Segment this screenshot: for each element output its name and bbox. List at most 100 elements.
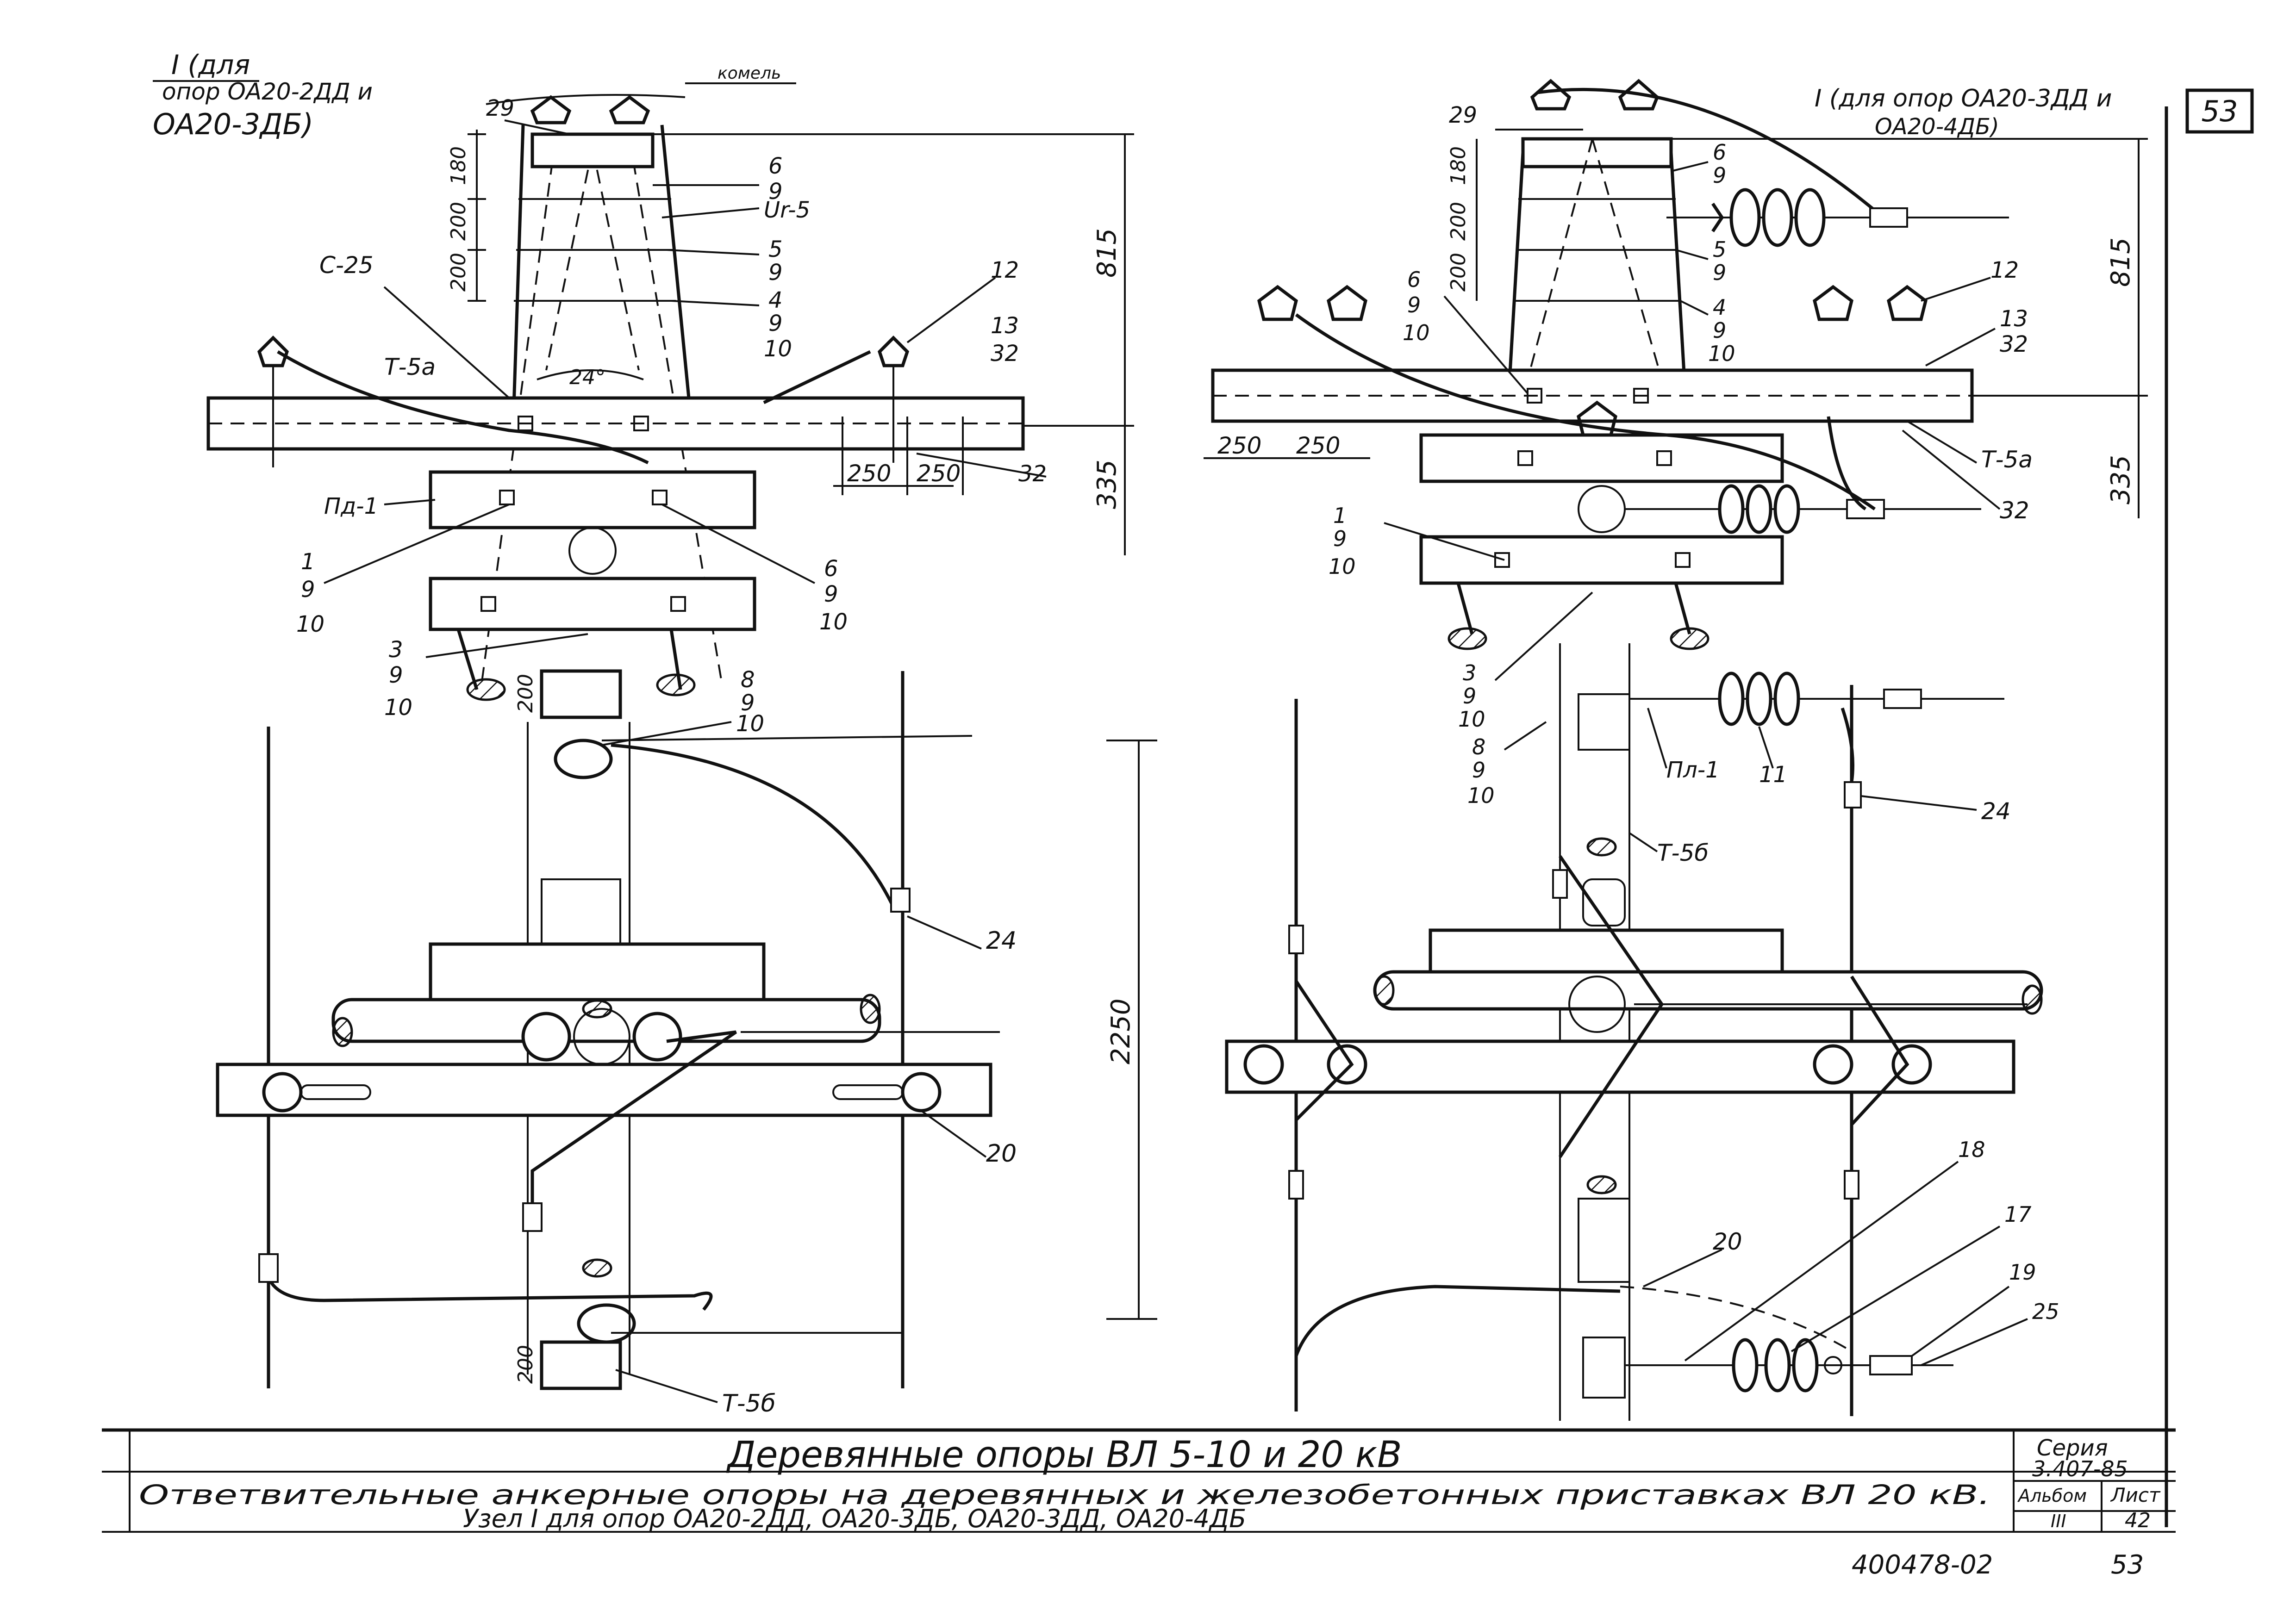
right-label-32a: 32: [2000, 331, 2028, 357]
left-bottom-view: 2250 200 200 8 9 10 24 20 Т-5б: [216, 667, 1157, 1418]
right-label-9d: 9: [1407, 292, 1421, 317]
left-label-10d: 10: [384, 695, 412, 721]
left-label-32b: 32: [1018, 461, 1047, 487]
left-label-1: 1: [301, 549, 315, 575]
album-label: Альбом: [2017, 1486, 2087, 1506]
left-label-24: 24: [986, 927, 1017, 955]
left-label-t5b: Т-5б: [722, 1390, 776, 1418]
right-dim-200b: 200: [1447, 253, 1470, 292]
left-label-ur5: Ur-5: [764, 197, 810, 223]
sheet-frame: [102, 106, 2176, 1533]
list-label: Лист: [2110, 1484, 2161, 1506]
left-label-10c: 10: [819, 609, 848, 635]
right-label-3: 3: [1463, 660, 1476, 685]
right-dim-250a: 250: [1217, 432, 1261, 459]
right-label-t5a: Т-5а: [1981, 446, 2033, 473]
right-caption-2: ОА20-4ДБ): [1875, 114, 1999, 140]
right-label-9c: 9: [1713, 318, 1726, 343]
left-label-3: 3: [389, 637, 403, 663]
right-label-10a: 10: [1708, 341, 1735, 366]
right-label-10c: 10: [1329, 554, 1356, 579]
left-label-8: 8: [741, 667, 755, 693]
left-dim-180: 180: [447, 146, 470, 185]
right-label-8: 8: [1472, 734, 1485, 759]
right-label-6b: 6: [1407, 267, 1421, 292]
list-value: 42: [2125, 1509, 2151, 1532]
title-block: Деревянные опоры ВЛ 5-10 и 20 кВ Ответви…: [139, 1434, 2161, 1580]
left-dim-335: 335: [1092, 460, 1122, 509]
right-dim-335: 335: [2106, 455, 2136, 504]
right-label-9e: 9: [1333, 526, 1347, 551]
left-label-t5a: Т-5а: [384, 354, 436, 380]
left-dim-200d: 200: [514, 1345, 537, 1384]
right-label-6: 6: [1713, 140, 1726, 165]
right-label-13: 13: [2000, 306, 2028, 332]
right-label-4: 4: [1713, 295, 1726, 320]
left-dim-815: 815: [1092, 228, 1122, 278]
left-label-5: 5: [768, 236, 783, 262]
left-angle: 24°: [569, 366, 605, 389]
left-caption-1: I (для: [171, 49, 250, 81]
series-value: 3.407-85: [2032, 1456, 2128, 1481]
right-label-10d: 10: [1458, 707, 1485, 732]
left-label-9d: 9: [301, 577, 315, 603]
left-label-10e: 10: [736, 711, 764, 737]
right-dim-250b: 250: [1296, 432, 1340, 459]
left-label-9b: 9: [768, 260, 783, 286]
left-label-29: 29: [486, 95, 514, 121]
right-label-9a: 9: [1713, 163, 1726, 188]
right-label-19: 19: [2009, 1260, 2036, 1285]
left-top-view: I (для опор ОА20-2ДД и ОА20-3ДБ) комель: [153, 49, 1134, 721]
left-komel: комель: [718, 64, 781, 83]
right-label-pl1: Пл-1: [1666, 757, 1720, 783]
title: Деревянные опоры ВЛ 5-10 и 20 кВ: [726, 1434, 1402, 1476]
page-number-box: 53: [2185, 88, 2254, 134]
left-label-10b: 10: [296, 611, 324, 637]
right-label-18: 18: [1958, 1137, 1985, 1162]
subtitle-1: Ответвительные анкерные опоры на деревян…: [139, 1479, 1990, 1511]
right-label-t5b: Т-5б: [1657, 839, 1709, 866]
right-label-24: 24: [1981, 798, 2011, 825]
series-label: Серия: [2037, 1435, 2108, 1461]
left-label-9c: 9: [768, 311, 783, 336]
right-dim-180: 180: [1447, 146, 1470, 185]
left-label-32a: 32: [991, 341, 1019, 367]
left-label-9e: 9: [824, 581, 838, 607]
subtitle-2: Узел I для опор ОА20-2ДД, ОА20-3ДБ, ОА20…: [463, 1504, 1246, 1533]
doc-code: 400478-02: [1852, 1550, 1993, 1580]
left-dim-200b: 200: [447, 253, 470, 292]
right-label-10b: 10: [1403, 320, 1430, 345]
right-label-20: 20: [1713, 1228, 1742, 1255]
right-dim-200a: 200: [1447, 202, 1470, 241]
right-label-25: 25: [2032, 1299, 2059, 1324]
right-top-view: I (для опор ОА20-3ДД и ОА20-4ДБ) 29: [1204, 79, 2148, 732]
right-label-10e: 10: [1467, 783, 1495, 808]
left-label-6b: 6: [824, 556, 838, 582]
left-label-13: 13: [991, 313, 1019, 339]
left-dim-200a: 200: [447, 202, 470, 241]
left-caption-2: опор ОА20-2ДД и: [162, 78, 373, 105]
left-label-pd1: Пд-1: [324, 493, 378, 519]
left-label-4: 4: [768, 287, 783, 313]
right-label-9g: 9: [1472, 758, 1485, 783]
right-label-9f: 9: [1463, 684, 1476, 709]
right-dim-815: 815: [2106, 237, 2136, 287]
left-label-9a: 9: [768, 179, 783, 205]
left-dim-250b: 250: [917, 460, 961, 487]
left-label-10a: 10: [764, 336, 792, 362]
right-label-17: 17: [2004, 1202, 2032, 1227]
right-bottom-view: 8 9 10 Пл-1 11 24 Т-5б 20 18 17 19 25: [1225, 643, 2059, 1421]
right-label-9b: 9: [1713, 260, 1726, 285]
left-label-20: 20: [986, 1140, 1017, 1168]
right-label-29: 29: [1449, 102, 1477, 128]
left-label-6: 6: [768, 153, 783, 179]
doc-page: 53: [2111, 1550, 2144, 1580]
left-label-c25: С-25: [319, 252, 374, 279]
right-label-12: 12: [1990, 257, 2019, 283]
left-label-12: 12: [991, 257, 1019, 283]
left-dim-2250: 2250: [1106, 998, 1136, 1064]
right-label-5: 5: [1713, 237, 1726, 262]
page-number: 53: [2202, 94, 2238, 128]
left-dim-200c: 200: [514, 674, 537, 713]
